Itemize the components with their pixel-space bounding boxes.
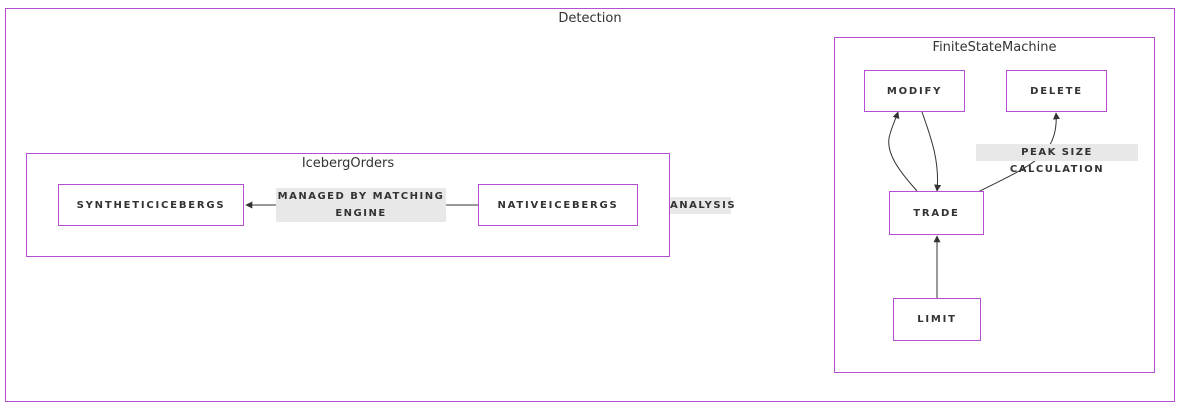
edge-label-managed-line2: ENGINE: [335, 208, 387, 219]
edge-trade-to-modify: [888, 111, 918, 192]
node-modify-label: MODIFY: [886, 85, 943, 97]
fsm-cluster-title: FiniteStateMachine: [932, 40, 1057, 55]
node-limit[interactable]: LIMIT: [893, 298, 981, 341]
detection-cluster-title: Detection: [558, 11, 622, 26]
edge-label-managed-by-matching-engine: MANAGED BY MATCHING ENGINE: [276, 188, 446, 222]
node-trade-label: TRADE: [913, 207, 960, 219]
node-trade[interactable]: TRADE: [889, 191, 984, 235]
node-delete[interactable]: DELETE: [1006, 70, 1107, 112]
edge-label-managed-line1: MANAGED BY MATCHING: [277, 191, 445, 202]
node-nativeicebergs[interactable]: NATIVEICEBERGS: [478, 184, 638, 226]
edge-label-analysis-text: ANALYSIS: [670, 200, 737, 211]
edge-modify-to-trade: [921, 111, 942, 192]
node-nativeicebergs-label: NATIVEICEBERGS: [497, 199, 619, 211]
node-limit-label: LIMIT: [917, 314, 957, 325]
node-syntheticicebergs[interactable]: SYNTHETICICEBERGS: [58, 184, 244, 226]
edge-label-peak-size-text: PEAK SIZE CALCULATION: [1009, 147, 1105, 175]
detection-cluster: Detection: [5, 8, 1175, 402]
fsm-cluster: FiniteStateMachine: [834, 37, 1155, 373]
node-delete-label: DELETE: [1030, 85, 1083, 97]
node-syntheticicebergs-label: SYNTHETICICEBERGS: [76, 199, 226, 211]
node-modify[interactable]: MODIFY: [864, 70, 965, 112]
iceberg-orders-cluster: IcebergOrders: [26, 153, 670, 257]
edge-label-analysis: ANALYSIS: [670, 197, 735, 214]
edge-label-peak-size-calculation: PEAK SIZE CALCULATION: [976, 144, 1138, 175]
iceberg-orders-cluster-title: IcebergOrders: [301, 156, 395, 171]
